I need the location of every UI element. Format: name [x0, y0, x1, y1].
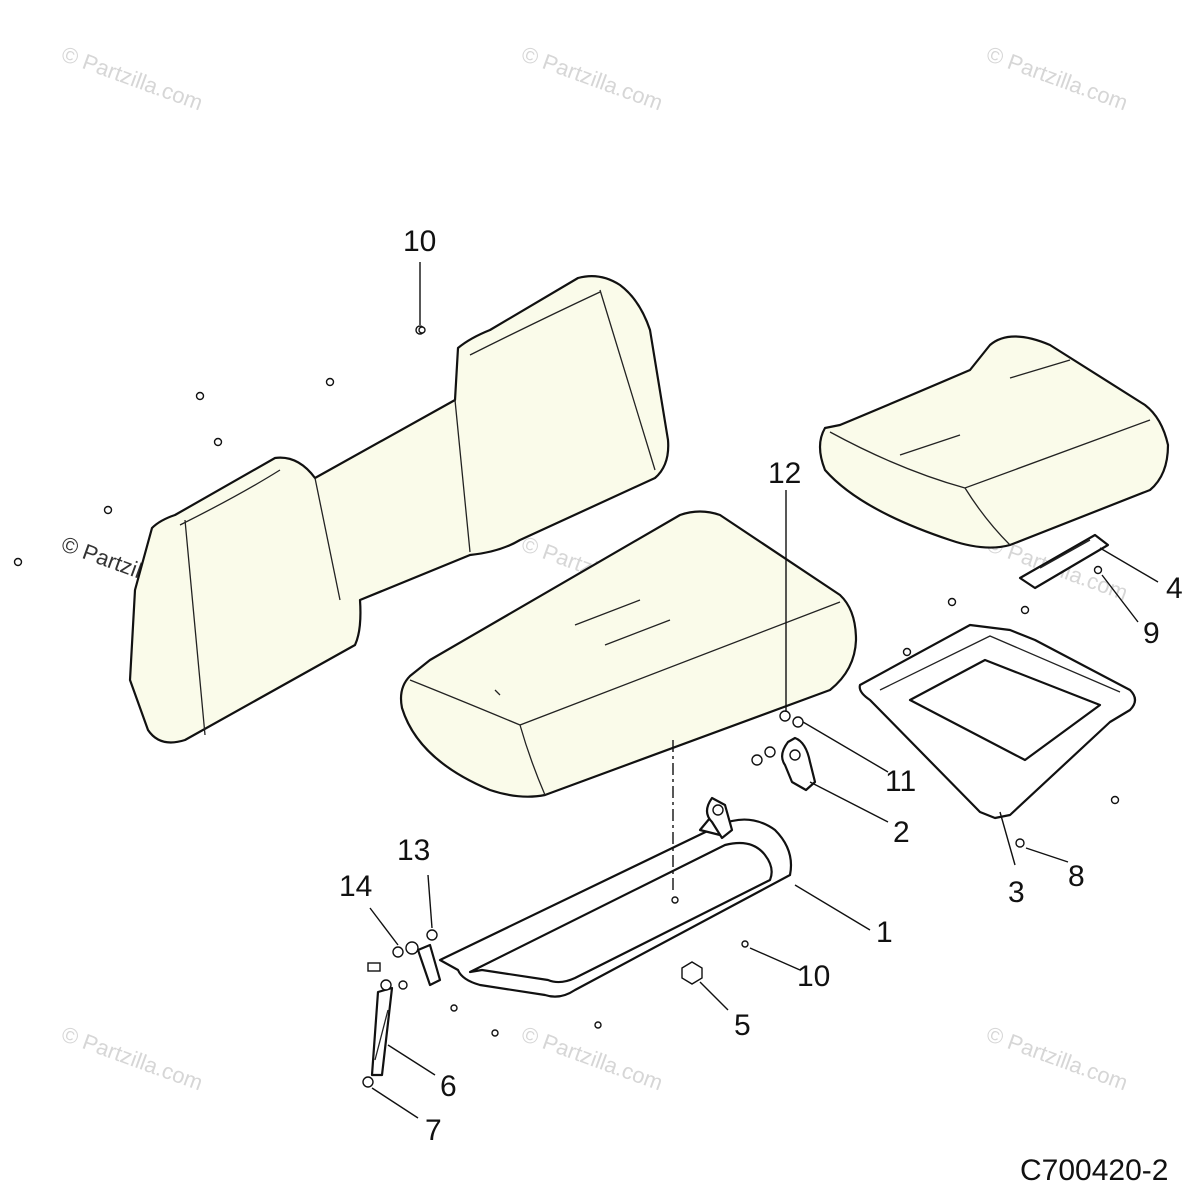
watermark: © Partzilla.com	[58, 1021, 206, 1095]
gas-strut-part-6	[362, 979, 408, 1088]
bench-seat-cushion	[399, 510, 858, 798]
callout-3: 3	[1008, 876, 1025, 909]
callout-11: 11	[885, 765, 916, 798]
callout-12: 12	[768, 457, 801, 490]
callout-8: 8	[1068, 860, 1085, 893]
seat-back-cushion	[128, 275, 670, 744]
callout-10-bottom: 10	[797, 960, 830, 993]
leader-lines	[369, 262, 1159, 1119]
watermark: © Partzilla.com	[983, 1021, 1131, 1095]
drawing-number: C700420-2	[1020, 1154, 1168, 1187]
callout-5: 5	[734, 1009, 751, 1042]
watermark: © Partzilla.com	[58, 41, 206, 115]
seat-base-pan-part-3	[858, 623, 1137, 820]
watermark: © Partzilla.com	[518, 41, 666, 115]
seat-frame-part-1	[438, 810, 793, 998]
bracket-part-4	[1018, 533, 1110, 590]
watermark: © Partzilla.com	[983, 41, 1131, 115]
hardware-parts	[367, 326, 1120, 1037]
callout-9: 9	[1143, 617, 1160, 650]
bracket-part-2	[705, 736, 817, 840]
right-seat-cushion	[818, 335, 1170, 549]
callout-7: 7	[425, 1114, 442, 1147]
callout-1: 1	[876, 916, 893, 949]
callout-6: 6	[440, 1070, 457, 1103]
callout-labels: 10 12 4 9 11 2 3 8 1 13 14 10 5 6 7	[339, 225, 1183, 1147]
callout-10-top: 10	[403, 225, 436, 258]
callout-2: 2	[893, 816, 910, 849]
callout-4: 4	[1166, 572, 1183, 605]
callout-14: 14	[339, 870, 372, 903]
callout-13: 13	[397, 834, 430, 867]
watermark: © Partzilla.com	[518, 1021, 666, 1095]
